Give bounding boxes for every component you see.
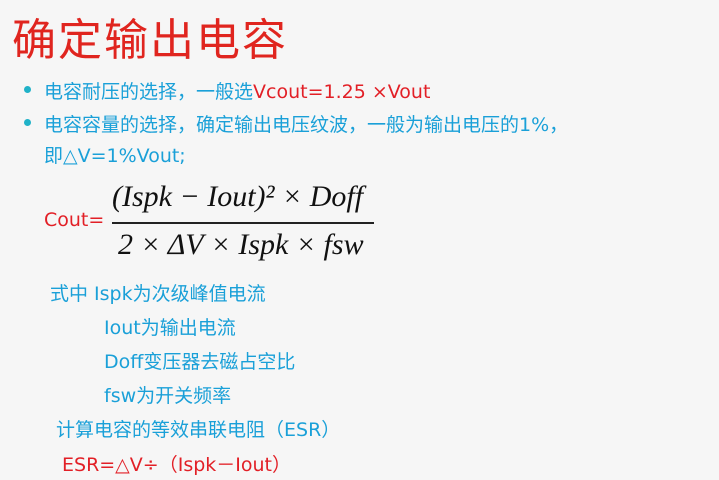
formula-numerator: (Ispk − Iout)² × Doff — [112, 180, 364, 213]
esr-heading: 计算电容的等效串联电阻（ESR） — [56, 419, 341, 441]
esr-formula: ESR=△V÷（Ispk－Iout） — [62, 454, 292, 476]
bullet-text: 电容耐压的选择，一般选 — [44, 81, 254, 103]
vcout-formula: Vcout=1.25 ×Vout — [253, 81, 431, 103]
bullet-icon — [24, 86, 31, 93]
definition-fsw: fsw为开关频率 — [104, 385, 232, 407]
definition-doff: Doff变压器去磁占空比 — [104, 351, 296, 373]
bullet-capacitance-line1: 电容容量的选择，确定输出电压纹波，一般为输出电压的1%， — [44, 114, 569, 136]
bullet-icon — [24, 119, 31, 126]
fraction-line — [112, 222, 374, 224]
bullet-capacitance-line2: 即△V=1%Vout; — [44, 145, 186, 167]
definition-ispk: 式中 Ispk为次级峰值电流 — [50, 283, 266, 305]
formula-lhs: Cout= — [44, 209, 105, 231]
slide-title: 确定输出电容 — [12, 15, 288, 66]
formula-denominator: 2 × ΔV × Ispk × fsw — [118, 228, 364, 261]
bullet-voltage-rating: 电容耐压的选择，一般选Vcout=1.25 ×Vout — [44, 77, 430, 104]
definition-iout: Iout为输出电流 — [104, 317, 236, 339]
